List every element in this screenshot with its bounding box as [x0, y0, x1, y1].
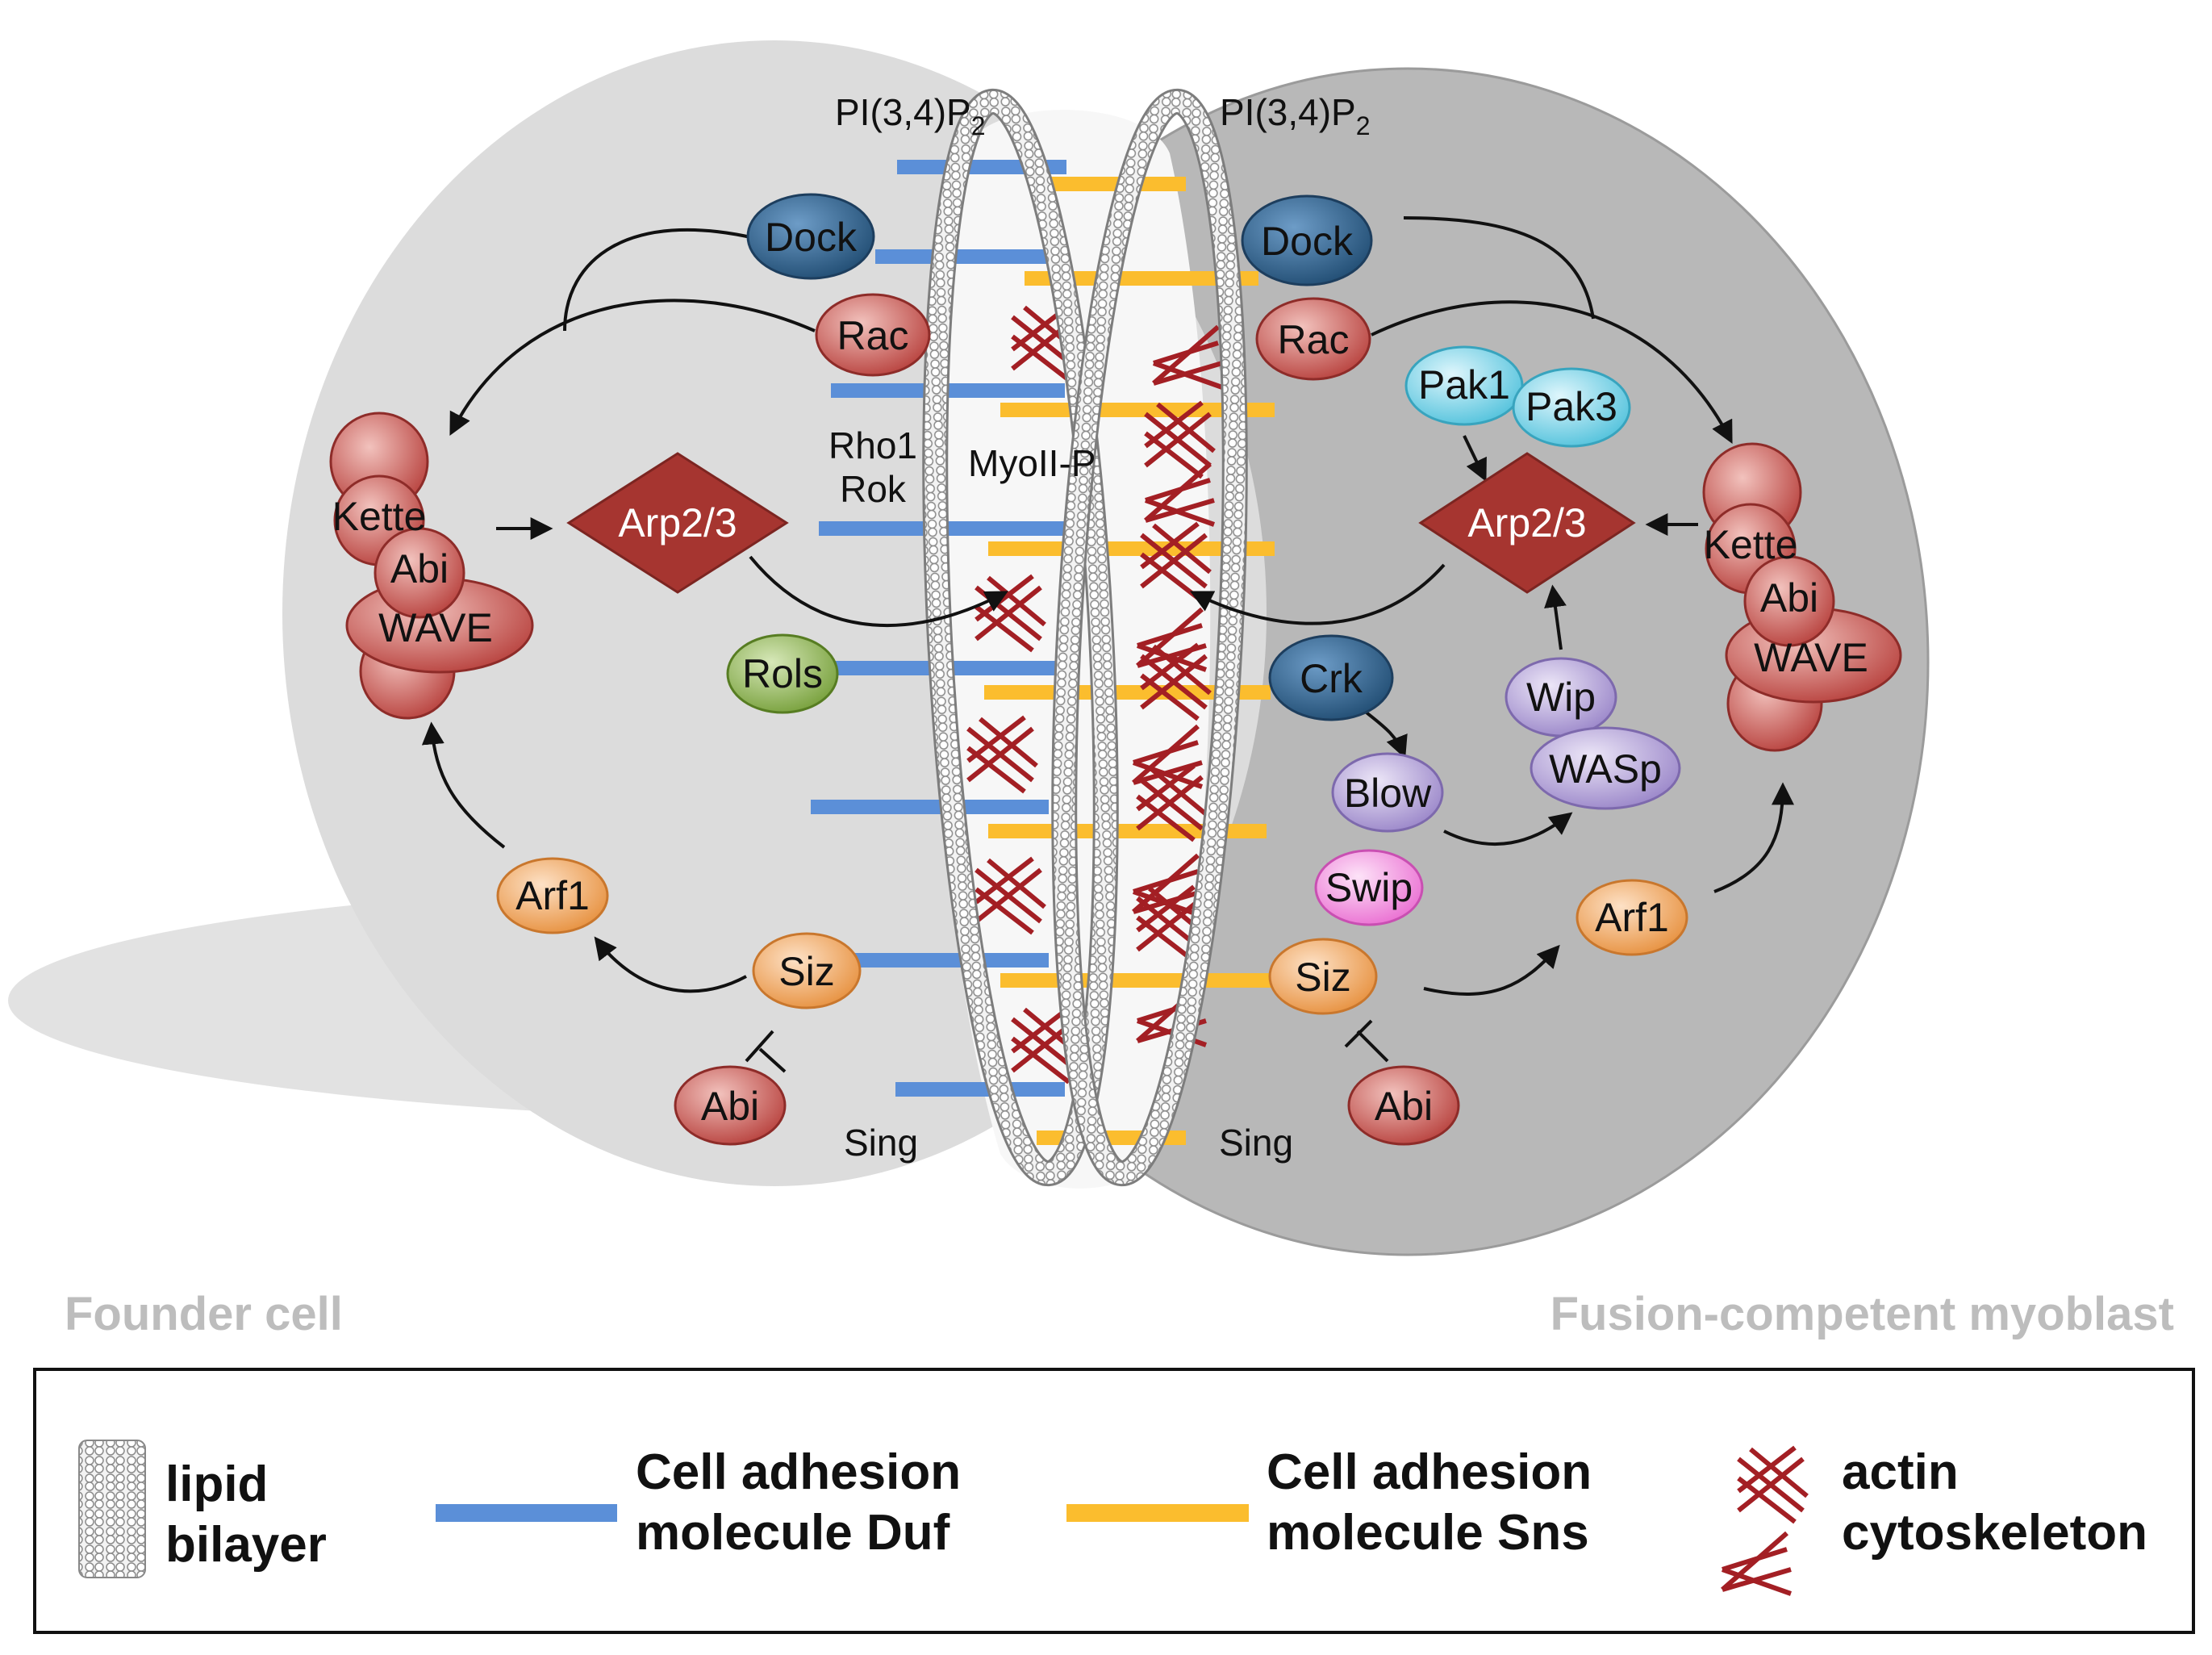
fcm-blow-protein: [1331, 752, 1444, 833]
legend-lipid-label-2: bilayer: [165, 1517, 327, 1573]
fcm-kette-label: Kette: [1704, 522, 1798, 567]
siz-to-arf1-fcm: [1423, 944, 1560, 996]
lipid-bilayer-fcm: [1051, 88, 1248, 1187]
fcm-wave-complex: [1702, 442, 1902, 752]
fcm-pak3-protein: [1512, 367, 1631, 448]
legend-sns-label-1: Cell adhesion: [1267, 1444, 1592, 1500]
founder-wave-label: WAVE: [378, 605, 493, 650]
founder-abi-label: Abi: [701, 1084, 759, 1129]
founder-dock-protein: [746, 193, 875, 280]
founder-wave-complex: [329, 412, 534, 720]
dock-founder-arc: [563, 228, 755, 332]
rac-to-wave-founder: [449, 299, 816, 436]
fcm-pak3-label: Pak3: [1525, 384, 1617, 429]
pak-to-arp: [1463, 435, 1487, 483]
arf1-to-wave-founder: [421, 721, 506, 849]
founder-rho1-label: Rho1: [828, 424, 917, 466]
arf1-to-wave-fcm: [1713, 782, 1794, 893]
fcm-swip-label: Swip: [1325, 865, 1413, 910]
wip-to-arp: [1544, 584, 1567, 650]
founder-sing-label: Sing: [844, 1122, 918, 1164]
fcm-abi-label: Abi: [1375, 1084, 1433, 1129]
fcm-dock-protein: [1241, 194, 1373, 286]
founder-rac-protein: [815, 293, 931, 377]
fcm-dock-label: Dock: [1261, 219, 1354, 264]
legend-duf-label-2: molecule Duf: [636, 1505, 950, 1561]
fcm-crk-label: Crk: [1300, 656, 1363, 701]
founder-rols-protein: [726, 633, 839, 714]
crk-to-blow: [1362, 708, 1408, 759]
legend-box: [33, 1368, 2195, 1634]
fcm-pip-label: PI(3,4)P2: [1220, 91, 1371, 140]
fcm-arp23: [1418, 452, 1636, 594]
lipid-bilayer-founder: [922, 88, 1119, 1187]
founder-pip-label: PI(3,4)P2: [835, 91, 986, 140]
fcm-rac-protein: [1255, 297, 1371, 381]
fcm-pak1-label: Pak1: [1418, 362, 1510, 407]
fcm-arf1-protein: [1576, 879, 1688, 956]
arp-to-actin-fcm: [1189, 563, 1446, 625]
legend-duf-label-1: Cell adhesion: [636, 1444, 961, 1500]
fcm-abi-protein: [1347, 1065, 1460, 1146]
fcm-cell-title: Fusion-competent myoblast: [1550, 1288, 2174, 1340]
founder-cell-title: Founder cell: [65, 1288, 343, 1340]
fcm-swip-protein: [1314, 849, 1424, 926]
founder-rols-label: Rols: [742, 651, 823, 696]
fcm-wip-label: Wip: [1526, 675, 1596, 720]
founder-arp23: [566, 452, 789, 594]
legend-lipid-icon: [78, 1440, 146, 1578]
arp-to-actin-founder: [749, 555, 1008, 628]
fcm-siz-label: Siz: [1295, 955, 1350, 1000]
fcm-wave-label: WAVE: [1754, 635, 1868, 680]
legend-actin-label-1: actin: [1842, 1444, 1959, 1500]
abi-inhibits-siz-founder: [745, 1030, 774, 1063]
legend-lipid-label-1: lipid: [165, 1456, 268, 1512]
founder-siz-label: Siz: [778, 949, 834, 994]
fcm-arp23-label: Arp2/3: [1467, 500, 1586, 545]
fcm-blow-label: Blow: [1344, 771, 1432, 816]
founder-siz-protein: [752, 932, 862, 1009]
siz-to-arf1-founder: [594, 936, 747, 993]
founder-abi-complex-label: Abi: [390, 546, 449, 591]
pathway-arrows: [421, 216, 1794, 1073]
fcm-wasp-label: WASp: [1549, 746, 1662, 792]
abi-inhibits-siz-fcm: [1356, 1030, 1389, 1063]
blow-to-wasp: [1443, 812, 1573, 846]
fcm-sing-label: Sing: [1219, 1122, 1293, 1164]
founder-dock-label: Dock: [765, 215, 858, 260]
founder-rac-label: Rac: [837, 313, 909, 358]
fcm-arf1-label: Arf1: [1595, 895, 1669, 940]
rac-to-wave-fcm: [1371, 300, 1733, 444]
legend-sns-label-2: molecule Sns: [1267, 1505, 1589, 1561]
founder-rok-label: Rok: [840, 468, 907, 510]
fcm-crk-protein: [1268, 634, 1394, 721]
myoii-label: MyoII-P: [968, 442, 1096, 484]
legend-actin-label-2: cytoskeleton: [1842, 1505, 2147, 1561]
founder-arp23-label: Arp2/3: [618, 500, 737, 545]
fcm-abi-complex-label: Abi: [1760, 575, 1818, 621]
fcm-wasp-protein: [1530, 726, 1681, 810]
fcm-siz-protein: [1268, 938, 1378, 1015]
founder-arf1-protein: [496, 857, 609, 934]
founder-arf1-label: Arf1: [515, 873, 590, 918]
founder-kette-label: Kette: [332, 494, 427, 539]
founder-abi-protein: [674, 1065, 787, 1146]
dock-fcm-arc: [1403, 216, 1595, 320]
fcm-rac-label: Rac: [1278, 317, 1350, 362]
